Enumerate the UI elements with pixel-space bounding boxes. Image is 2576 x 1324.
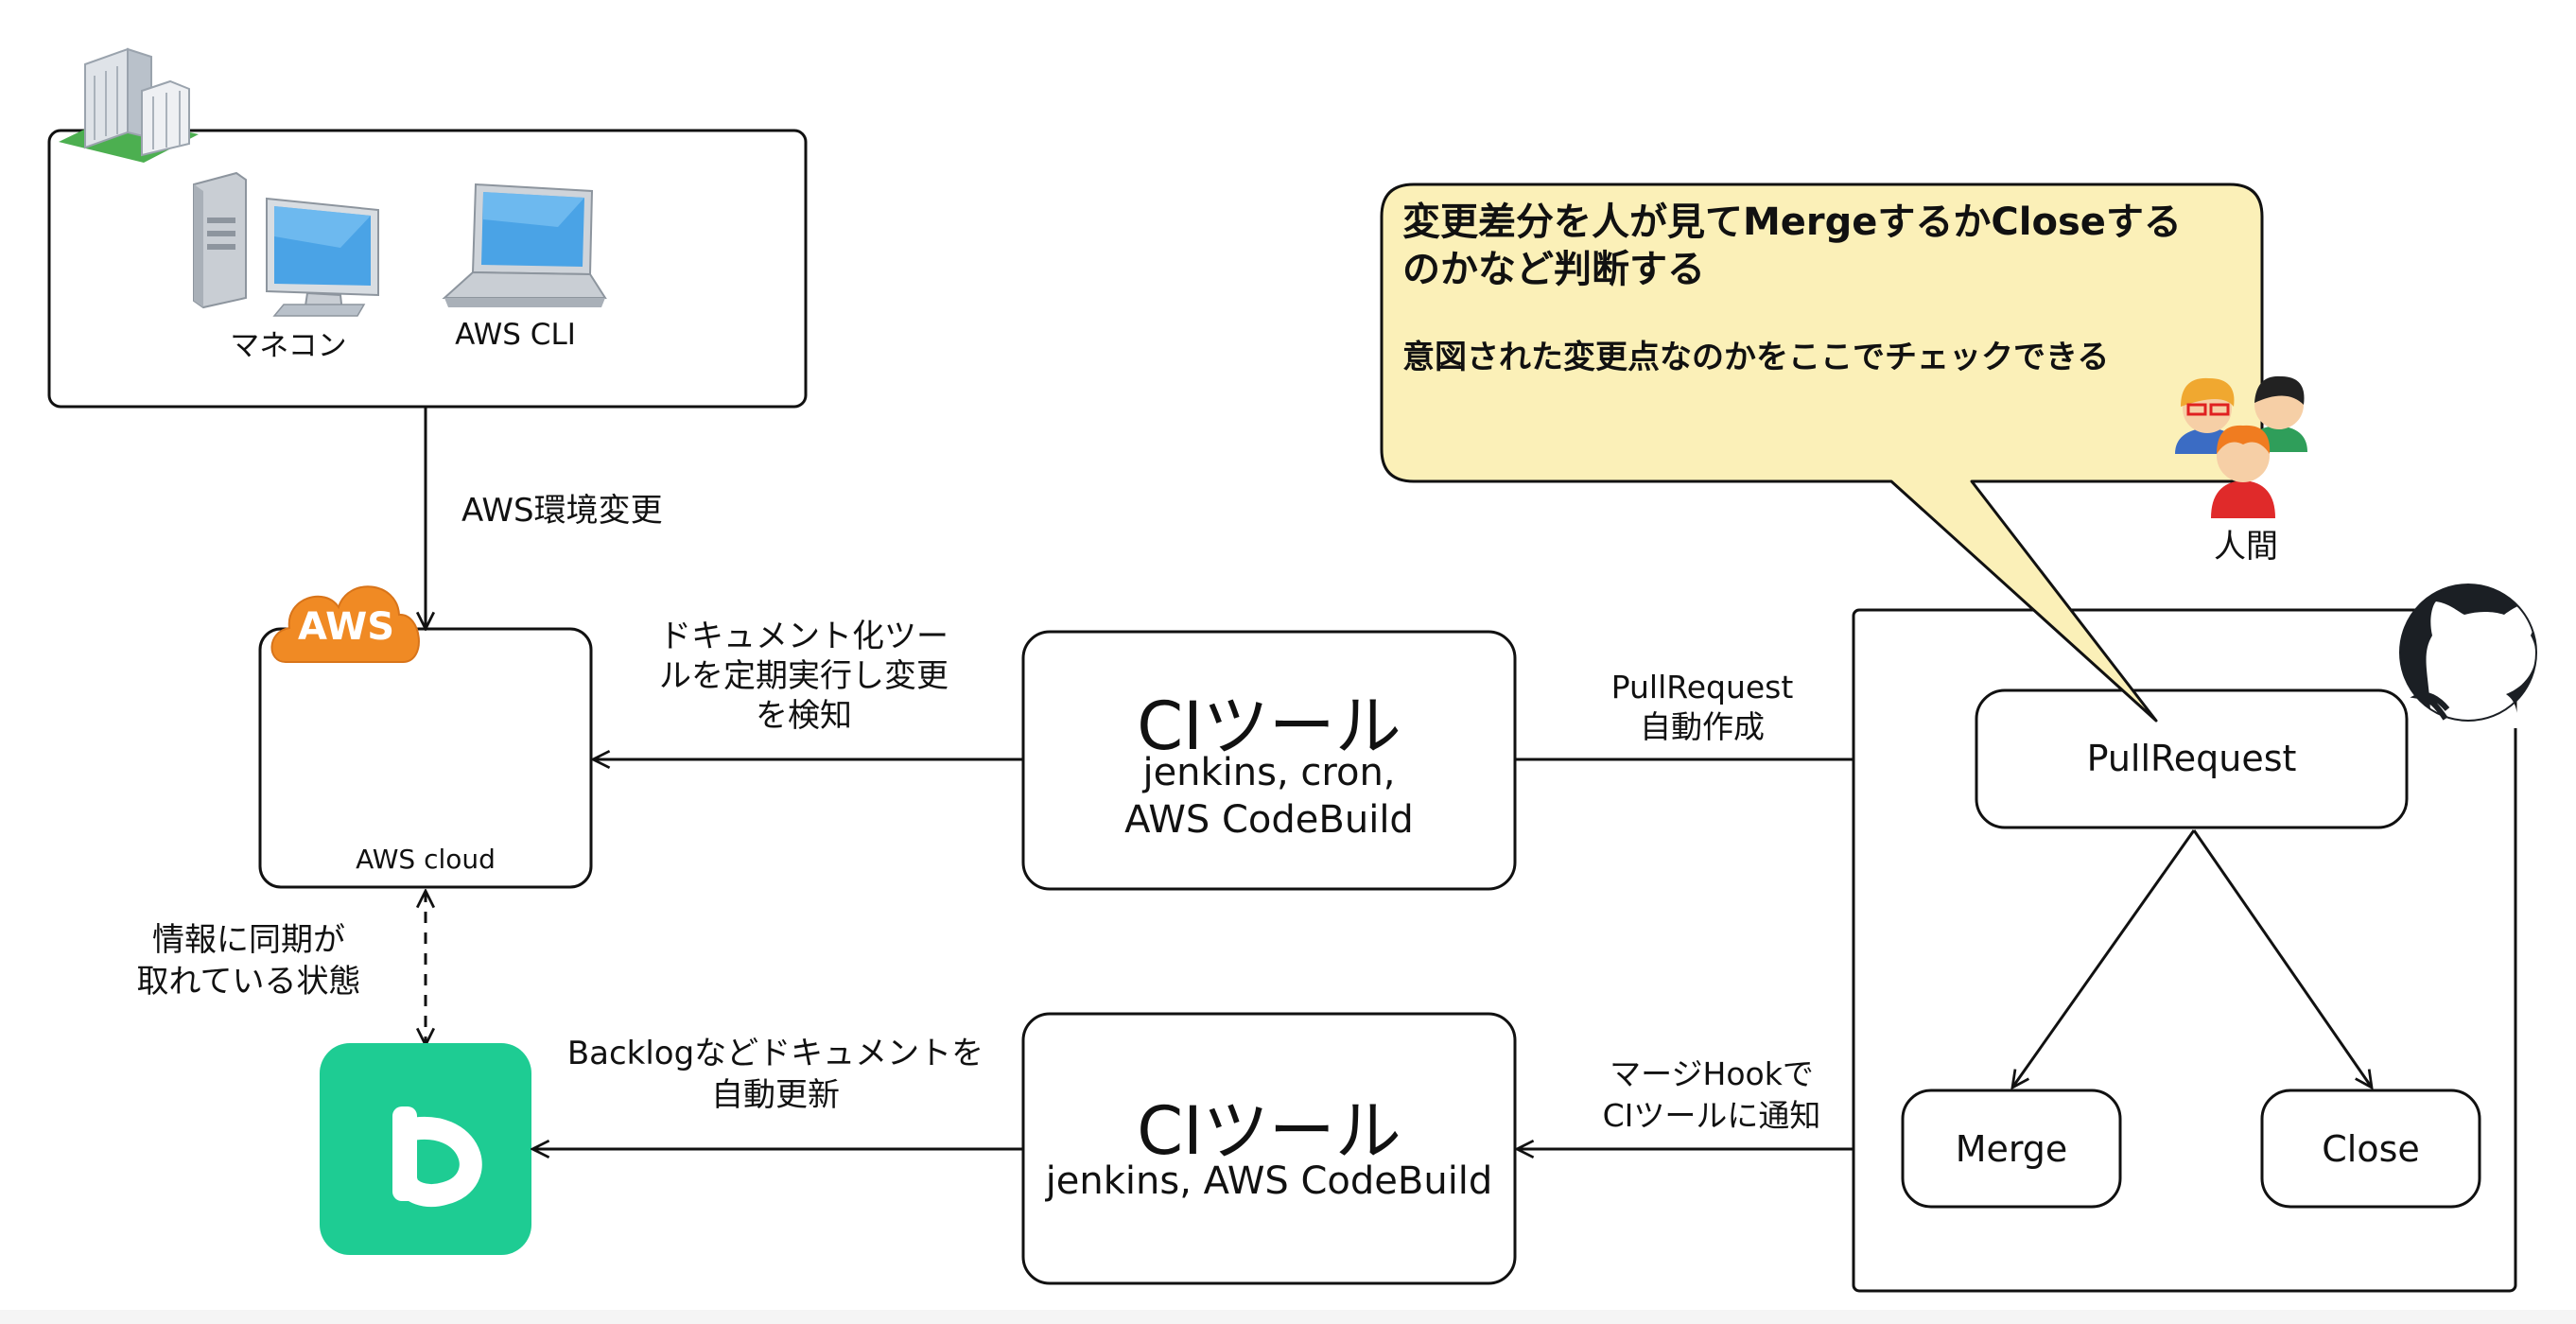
close-label: Close (2322, 1128, 2420, 1170)
pullrequest-box (1975, 688, 2409, 829)
merge-hook-label: マージHookで CIツールに通知 (1602, 1055, 1821, 1134)
aws-cli-label: AWS CLI (455, 318, 576, 352)
close-box (2260, 1089, 2481, 1209)
backlog-update-label: Backlogなどドキュメントを 自動更新 (566, 1035, 984, 1114)
callout-note: 意図された変更点なのかをここでチェックできる (1402, 339, 2110, 376)
pullrequest-label: PullRequest (2086, 738, 2297, 779)
aws-cloud-label: AWS cloud (356, 844, 496, 875)
callout-bubble (1380, 183, 2264, 723)
aws-change-label: AWS環境変更 (461, 492, 663, 530)
callout-heading: 変更差分を人が見てMergeするかCloseする のかなど判断する (1402, 200, 2182, 291)
arrow-pr-to-close (2192, 829, 2372, 1088)
ci-bottom-tools: jenkins, AWS CodeBuild (1045, 1159, 1493, 1203)
merge-label: Merge (1955, 1128, 2068, 1170)
sync-state-label: 情報に同期が 取れている状態 (136, 921, 361, 1001)
building-icon (59, 47, 199, 163)
ci-top-title: CIツール (1137, 688, 1401, 765)
arrow-pr-to-merge (2012, 829, 2196, 1088)
github-logo-icon (2399, 584, 2537, 728)
people-label: 人間 (2214, 528, 2278, 566)
aws-badge-label: AWS (297, 605, 395, 649)
backlog-logo-icon (320, 1043, 531, 1255)
doc-tool-label: ドキュメント化ツー ルを定期実行し変更 を検知 (659, 618, 949, 735)
desktop-pc-icon (193, 171, 379, 317)
onprem-box (47, 129, 808, 409)
merge-box (1901, 1089, 2122, 1209)
people-icon (2175, 375, 2307, 518)
laptop-icon (442, 183, 607, 307)
console-label: マネコン (230, 329, 347, 363)
pr-create-label: PullRequest 自動作成 (1610, 669, 1794, 745)
ci-bottom-title: CIツール (1137, 1092, 1401, 1170)
ci-top-tools: jenkins, cron, AWS CodeBuild (1124, 751, 1414, 842)
bottom-strip (0, 1310, 2576, 1324)
